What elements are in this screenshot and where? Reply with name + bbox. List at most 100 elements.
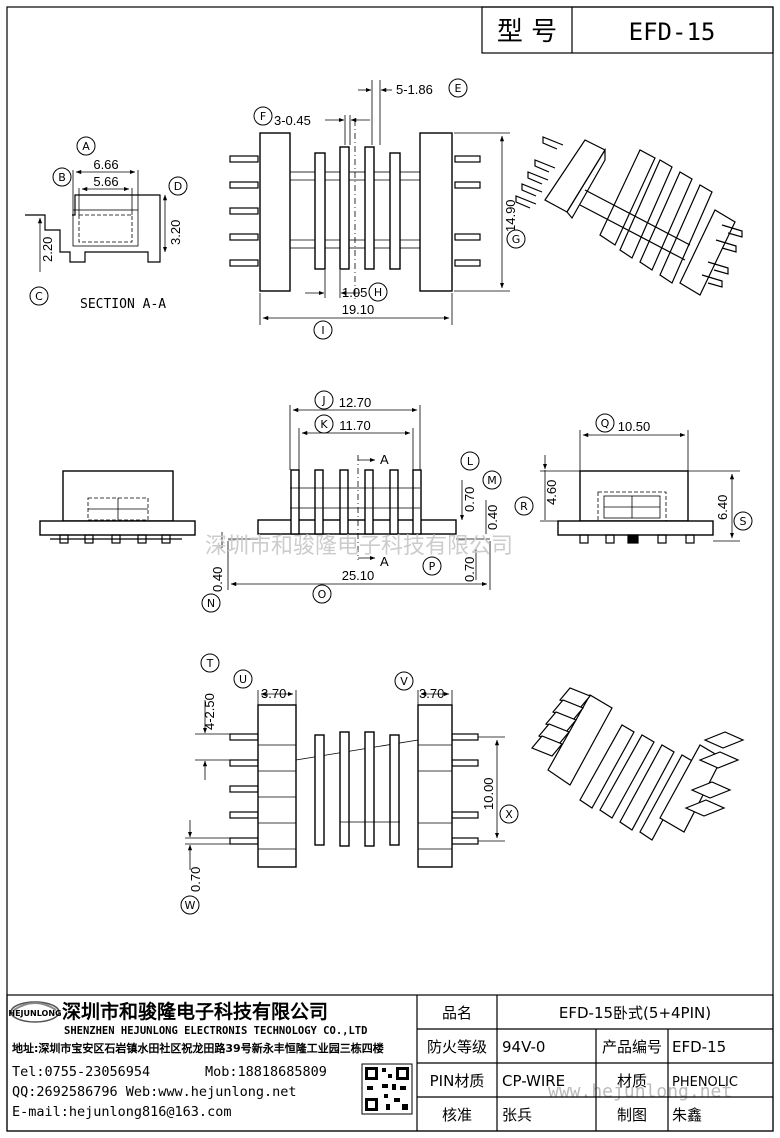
callout-h: H <box>368 282 388 302</box>
callout-g: G <box>506 229 526 249</box>
company-qq-web: QQ:2692586796 Web:www.hejunlong.net <box>12 1084 296 1100</box>
callout-circle <box>314 390 334 410</box>
company-address: 地址:深圳市宝安区石岩镇水田社区祝龙田路39号新永丰恒隆工业园三栋四楼 <box>12 1041 384 1055</box>
pin-label: PIN材质 <box>430 1072 485 1090</box>
callout-circle <box>312 584 332 604</box>
code-value: EFD-15 <box>672 1038 726 1056</box>
section-marker-bottom: A <box>380 554 389 569</box>
section-label: SECTION A-A <box>80 297 166 312</box>
callout-k: K <box>314 414 334 434</box>
dim-t: 4-2.50 <box>202 693 217 730</box>
model-value: EFD-15 <box>629 18 716 46</box>
callout-w: W <box>180 895 200 915</box>
callout-letter: D <box>174 180 182 193</box>
callout-circle <box>76 136 96 156</box>
callout-letter: V <box>400 675 408 688</box>
code-label: 产品编号 <box>602 1038 662 1056</box>
company-logo: HEJUNLONG <box>8 1001 62 1023</box>
callout-s: S <box>733 511 753 531</box>
callout-circle <box>733 511 753 531</box>
callout-circle <box>422 556 442 576</box>
model-label: 型 号 <box>497 17 557 47</box>
callout-circle <box>29 286 49 306</box>
material-value: PHENOLIC <box>672 1075 738 1090</box>
watermark-company: 深圳市和骏隆电子科技有限公司 <box>205 534 513 559</box>
callout-q: Q <box>595 413 615 433</box>
callout-circle <box>52 167 72 187</box>
callout-circle <box>595 413 615 433</box>
callout-letter: Q <box>601 417 610 430</box>
callout-l: L <box>460 451 480 471</box>
callout-f: F <box>253 106 273 126</box>
callout-a: A <box>76 136 96 156</box>
callout-letter: I <box>321 324 324 337</box>
product-name: EFD-15卧式(5+4PIN) <box>559 1004 711 1022</box>
drafter: 朱鑫 <box>672 1106 702 1124</box>
callout-circle <box>368 282 388 302</box>
callout-t: T <box>200 653 220 673</box>
dim-m: 0.40 <box>485 505 500 530</box>
side-view-left <box>39 470 196 544</box>
callout-o: O <box>312 584 332 604</box>
dim-e: 5-1.86 <box>396 82 433 97</box>
material-label: 材质 <box>617 1072 647 1090</box>
bottom-view: 3.70 3.70 4-2.50 0.70 10.00 <box>185 686 505 892</box>
callout-b: B <box>52 167 72 187</box>
title-block: HEJUNLONG 深圳市和骏隆电子科技有限公司 SHENZHEN HEJUNL… <box>6 994 774 1132</box>
dim-i: 19.10 <box>342 302 375 317</box>
company-name-cn: 深圳市和骏隆电子科技有限公司 <box>62 1000 328 1023</box>
callout-v: V <box>394 671 414 691</box>
dim-o: 25.10 <box>342 568 375 583</box>
callout-p: P <box>422 556 442 576</box>
product-name-label: 品名 <box>442 1004 472 1022</box>
callout-letter: B <box>58 171 66 184</box>
dim-r: 4.60 <box>544 480 559 505</box>
dim-q: 10.50 <box>618 419 651 434</box>
callout-letter: L <box>467 455 474 468</box>
callout-letter: J <box>321 394 325 407</box>
callout-e: E <box>448 78 468 98</box>
callout-letter: S <box>740 515 747 528</box>
callout-circle <box>394 671 414 691</box>
callout-circle <box>314 414 334 434</box>
callout-circle <box>168 176 188 196</box>
section-marker-top: A <box>380 452 389 467</box>
dim-k: 11.70 <box>339 418 371 433</box>
callout-letter: M <box>487 474 497 487</box>
callout-circle <box>506 229 526 249</box>
checker: 张兵 <box>502 1106 532 1124</box>
callout-circle <box>499 804 519 824</box>
pin-value: CP-WIRE <box>502 1072 565 1090</box>
dim-w: 0.70 <box>188 867 203 892</box>
callout-letter: O <box>318 588 327 601</box>
model-header: 型 号 EFD-15 <box>481 6 774 54</box>
dim-f: 3-0.45 <box>274 113 311 128</box>
callout-letter: T <box>206 657 214 670</box>
dim-u: 3.70 <box>261 686 286 701</box>
callout-circle <box>313 320 333 340</box>
dim-h: 1.05 <box>342 285 367 300</box>
company-name-en: SHENZHEN HEJUNLONG ELECTRONIS TECHNOLOGY… <box>64 1025 367 1037</box>
callout-letter: W <box>185 899 196 912</box>
callout-u: U <box>233 669 253 689</box>
callout-circle <box>460 451 480 471</box>
flame-label: 防火等级 <box>427 1038 487 1056</box>
callout-circle <box>253 106 273 126</box>
company-email: E-mail:hejunlong816@163.com <box>12 1104 231 1120</box>
callout-letter: N <box>207 597 215 610</box>
callout-m: M <box>482 470 502 490</box>
callout-n: N <box>201 593 221 613</box>
callout-circle <box>514 496 534 516</box>
flame-value: 94V-0 <box>502 1038 545 1056</box>
callout-c: C <box>29 286 49 306</box>
company-mob: Mob:18818685809 <box>205 1064 327 1080</box>
dim-v: 3.70 <box>419 686 444 701</box>
callout-circle <box>233 669 253 689</box>
callout-r: R <box>514 496 534 516</box>
callout-j: J <box>314 390 334 410</box>
dim-x: 10.00 <box>481 777 496 810</box>
callout-letter: P <box>429 560 436 573</box>
callout-letter: G <box>512 233 521 246</box>
